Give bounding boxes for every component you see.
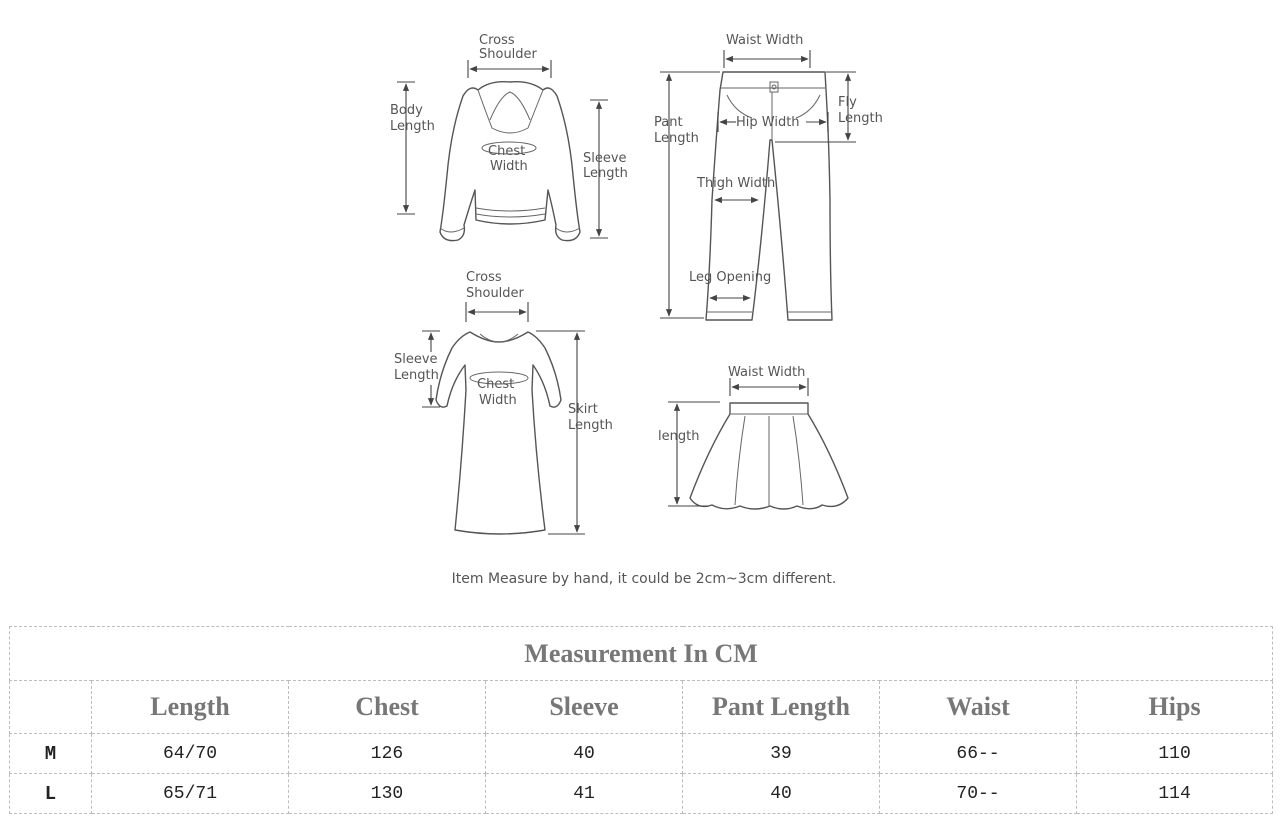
label-fly-length: Fly	[838, 95, 857, 110]
header-cell-sleeve: Sleeve	[485, 680, 683, 734]
label-body-length: Body	[390, 103, 423, 118]
label-body-length: Length	[390, 119, 435, 134]
table-cell: 40	[682, 773, 880, 814]
label-sleeve-length: Sleeve	[583, 151, 627, 166]
size-cell: M	[9, 733, 92, 774]
table-cell: 130	[288, 773, 486, 814]
size-table: Measurement In CM Length Chest Sleeve Pa…	[8, 626, 1274, 814]
table-cell: 110	[1075, 733, 1274, 774]
table-cell: 126	[288, 733, 486, 774]
label-chest-width: Width	[490, 159, 528, 174]
header-cell-hips: Hips	[1075, 680, 1274, 734]
table-cell: 65/71	[91, 773, 289, 814]
label-waist-width: Waist Width	[726, 33, 803, 48]
table-row: L 65/71 130 41 40 70-- 114	[9, 773, 1274, 814]
skirt-figure	[689, 402, 849, 510]
label-chest-width: Chest	[488, 144, 525, 159]
label-fly-length: Length	[838, 111, 883, 126]
header-cell-size	[9, 680, 92, 734]
label-skirt-waist-width: Waist Width	[728, 365, 805, 380]
table-cell: 41	[485, 773, 683, 814]
dress-figure	[435, 331, 562, 535]
table-title: Measurement In CM	[8, 626, 1274, 681]
label-cross-shoulder: Shoulder	[479, 47, 538, 62]
sweater-figure	[439, 80, 581, 242]
label-chest-width-dress: Chest	[477, 377, 514, 392]
size-cell: L	[9, 773, 92, 814]
label-chest-width-dress: Width	[479, 393, 517, 408]
table-cell: 40	[485, 733, 683, 774]
table-row: M 64/70 126 40 39 66-- 110	[9, 733, 1274, 774]
label-skirt-length: Skirt	[568, 402, 598, 417]
label-hip-width: Hip Width	[736, 115, 800, 130]
label-cross-shoulder: Cross	[479, 33, 515, 48]
label-sleeve-length-dress: Length	[394, 368, 439, 383]
header-cell-pant-length: Pant Length	[682, 680, 880, 734]
label-sleeve-length: Length	[583, 166, 628, 181]
label-skirt-length: Length	[568, 418, 613, 433]
header-cell-length: Length	[91, 680, 289, 734]
skirt-outline	[689, 402, 849, 510]
table-cell: 114	[1075, 773, 1274, 814]
header-cell-waist: Waist	[879, 680, 1077, 734]
label-pant-length: Length	[654, 131, 699, 146]
label-sleeve-length-dress: Sleeve	[394, 352, 438, 367]
label-leg-opening: Leg Opening	[689, 270, 771, 285]
label-cross-shoulder-dress: Cross	[466, 270, 502, 285]
label-cross-shoulder-dress: Shoulder	[466, 286, 525, 301]
label-pant-length: Pant	[654, 115, 683, 130]
table-cell: 66--	[879, 733, 1077, 774]
table-cell: 39	[682, 733, 880, 774]
header-cell-chest: Chest	[288, 680, 486, 734]
measure-note: Item Measure by hand, it could be 2cm~3c…	[451, 571, 837, 587]
size-diagram: Cross Shoulder Body Length Chest Width S…	[390, 33, 883, 535]
dress-outline	[435, 331, 562, 535]
label-skirt-length-short: length	[658, 429, 699, 444]
label-thigh-width: Thigh Width	[696, 176, 775, 191]
pants-figure	[705, 71, 833, 321]
table-cell: 70--	[879, 773, 1077, 814]
sweater-outline	[439, 80, 581, 242]
table-cell: 64/70	[91, 733, 289, 774]
